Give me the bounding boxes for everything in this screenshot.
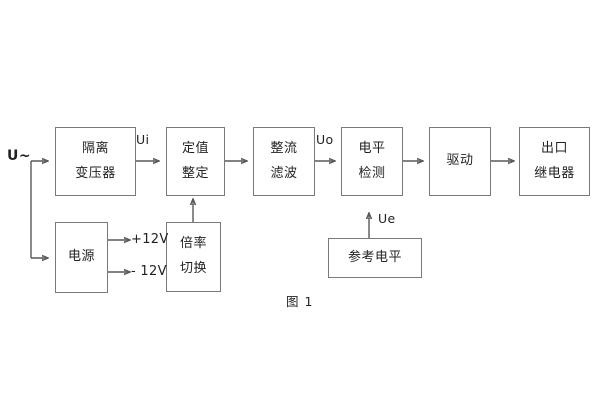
block-output-relay-line2: 继电器 [534, 165, 575, 181]
block-power-supply-line1: 电源 [67, 249, 95, 265]
block-output-relay[interactable]: 出口 继电器 [519, 127, 590, 196]
block-isolation-transformer-line2: 变压器 [75, 165, 116, 181]
block-power-supply[interactable]: 电源 [55, 222, 108, 293]
block-setting-adjust[interactable]: 定值 整定 [166, 127, 225, 196]
block-rectify-filter[interactable]: 整流 滤波 [253, 127, 315, 196]
block-rectify-filter-line1: 整流 [270, 140, 298, 156]
rail-label-positive: +12V [131, 232, 169, 247]
signal-label-ue: Ue [378, 211, 396, 226]
input-source-label: U~ [7, 148, 32, 164]
rail-label-negative: - 12V [131, 264, 167, 279]
block-level-detect-line2: 检测 [358, 165, 386, 181]
block-output-relay-line1: 出口 [540, 140, 568, 156]
figure-caption: 图 1 [286, 294, 314, 309]
block-multiplier-switch-line2: 切换 [179, 261, 207, 276]
signal-label-ui: Ui [136, 132, 150, 147]
block-reference-level-line1: 参考电平 [347, 249, 402, 265]
signal-label-uo: Uo [316, 132, 334, 147]
block-level-detect[interactable]: 电平 检测 [341, 127, 403, 196]
block-multiplier-switch-line1: 倍率 [179, 236, 207, 252]
block-rectify-filter-line2: 滤波 [270, 165, 298, 181]
block-driver-line1: 驱动 [446, 153, 474, 169]
block-multiplier-switch[interactable]: 倍率 切换 [166, 222, 221, 292]
block-isolation-transformer[interactable]: 隔离 变压器 [55, 127, 136, 196]
block-driver[interactable]: 驱动 [429, 127, 491, 196]
block-setting-adjust-line1: 定值 [181, 140, 209, 156]
block-level-detect-line1: 电平 [358, 140, 386, 156]
block-isolation-transformer-line1: 隔离 [81, 140, 109, 156]
block-setting-adjust-line2: 整定 [181, 165, 209, 181]
block-reference-level[interactable]: 参考电平 [328, 238, 422, 278]
